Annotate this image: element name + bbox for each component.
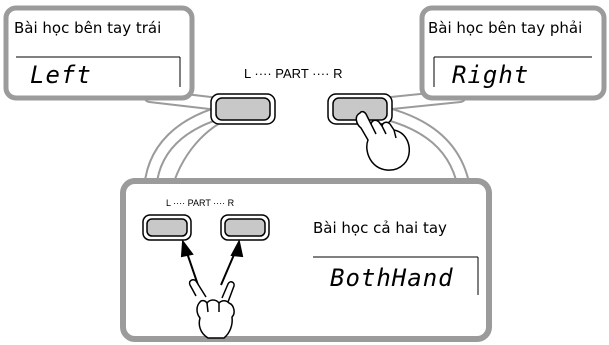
top-left-part-button[interactable] [210, 93, 276, 125]
left-callout-title: Bài học bên tay trái [14, 19, 161, 37]
top-right-part-button[interactable] [327, 93, 393, 125]
right-lcd-text: Right [452, 61, 529, 89]
bottom-part-label: L ···· PART ···· R [166, 198, 235, 208]
right-callout-title: Bài học bên tay phải [428, 19, 582, 37]
top-part-label: L ···· PART ···· R [244, 66, 342, 81]
bottom-right-part-button[interactable] [220, 214, 270, 241]
right-hand-callout: Bài học bên tay phải Right [419, 5, 607, 101]
two-finger-hand-icon [188, 279, 235, 339]
arrow-to-right-button-icon [220, 239, 244, 286]
pointing-hand-icon [355, 110, 410, 171]
both-callout-title: Bài học cả hai tay [313, 219, 447, 237]
left-lcd-text: Left [30, 61, 92, 89]
bottom-left-part-button[interactable] [142, 214, 192, 241]
both-hands-callout: L ···· PART ···· R Bài học cả hai tay Bo… [120, 178, 492, 342]
left-hand-callout: Bài học bên tay trái Left [3, 5, 195, 101]
arrow-to-left-button-icon [180, 239, 199, 286]
both-lcd-text: BothHand [330, 264, 454, 292]
